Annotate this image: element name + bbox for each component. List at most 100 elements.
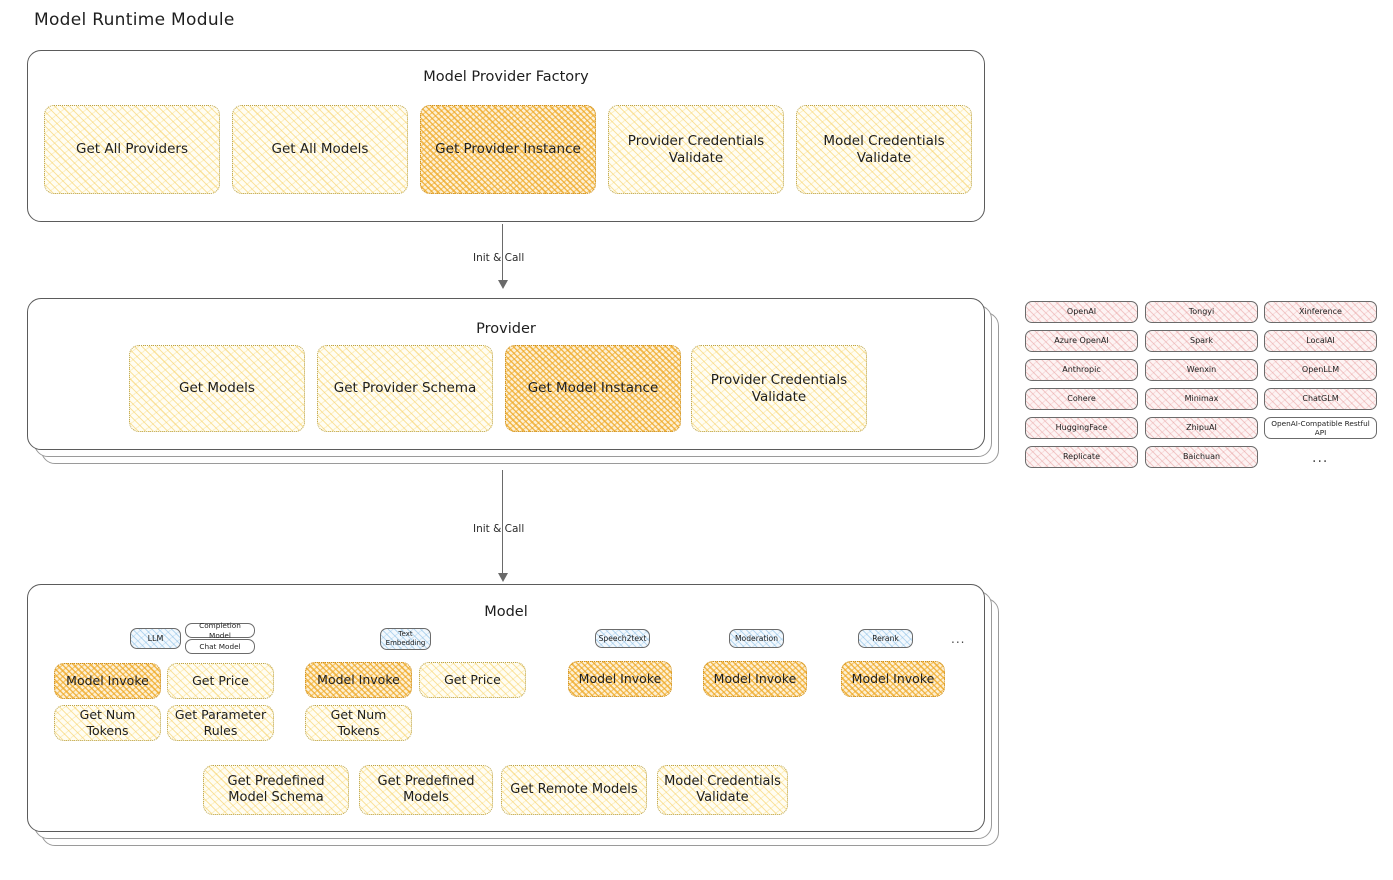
model-method-get-predefined-models[interactable]: Get Predefined Models [359,765,493,815]
llm-method-get-price[interactable]: Get Price [167,663,274,699]
model-method-label: Get Remote Models [510,781,638,797]
provider-chip-replicate[interactable]: Replicate [1025,446,1138,468]
page-title: Model Runtime Module [34,10,235,30]
text-embedding-method-label: Get Num Tokens [330,707,387,738]
provider-chip-label: Cohere [1067,394,1096,403]
provider-chip-label: HuggingFace [1055,423,1108,432]
model-type-badge-rerank[interactable]: Rerank [858,629,913,648]
provider-chip-label: Baichuan [1182,452,1221,461]
provider-chip-label: OpenLLM [1301,365,1340,374]
provider-chip-openai-compatible-restful-api[interactable]: OpenAI-Compatible Restful API [1264,417,1377,439]
provider-method-label: Get Models [179,380,255,397]
provider-chip-tongyi[interactable]: Tongyi [1145,301,1258,323]
provider-list-more: ... [1312,450,1329,466]
moderation-method-model-invoke[interactable]: Model Invoke [703,661,807,697]
provider-chip-chatglm[interactable]: ChatGLM [1264,388,1377,410]
provider-chip-openllm[interactable]: OpenLLM [1264,359,1377,381]
provider-chip-zhipuai[interactable]: ZhipuAI [1145,417,1258,439]
arrow-provider-to-model-head [498,573,508,582]
text-embedding-method-label: Model Invoke [317,672,400,688]
arrow-factory-to-provider-label: Init & Call [473,252,525,264]
provider-method-get-models[interactable]: Get Models [129,345,305,432]
model-method-label: Model Credentials Validate [664,773,781,805]
factory-method-label: Model Credentials Validate [823,132,945,166]
model-type-badge-text-embedding[interactable]: Text Embedding [380,628,431,650]
model-type-badge-speech2text[interactable]: Speech2text [595,629,650,648]
factory-method-model-credentials-validate[interactable]: Model Credentials Validate [796,105,972,194]
provider-chip-label: Replicate [1062,452,1100,461]
provider-chip-label: Wenxin [1186,365,1217,374]
model-type-badge-label: Rerank [872,633,899,643]
arrow-factory-to-provider-line [502,224,504,282]
provider-chip-label: OpenAI-Compatible Restful API [1271,418,1370,437]
arrow-provider-to-model-line [502,470,504,578]
provider-chip-azure-openai[interactable]: Azure OpenAI [1025,330,1138,352]
model-sub-badge-completion-model[interactable]: Completion Model [185,621,255,640]
factory-method-get-all-models[interactable]: Get All Models [232,105,408,194]
text-embedding-method-get-num-tokens[interactable]: Get Num Tokens [305,705,412,741]
provider-chip-label: Azure OpenAI [1054,336,1109,345]
provider-chip-label: LocalAI [1306,336,1335,345]
model-method-get-predefined-model-schema[interactable]: Get Predefined Model Schema [203,765,349,815]
model-type-badge-label: LLM [147,633,164,643]
model-type-badge-label: Speech2text [598,633,647,643]
factory-method-provider-credentials-validate[interactable]: Provider Credentials Validate [608,105,784,194]
llm-method-get-parameter-rules[interactable]: Get Parameter Rules [167,705,274,741]
provider-chip-openai[interactable]: OpenAI [1025,301,1138,323]
factory-method-label: Get Provider Instance [435,141,581,158]
provider-chip-minimax[interactable]: Minimax [1145,388,1258,410]
model-provider-factory-title: Model Provider Factory [423,69,589,85]
provider-method-get-model-instance[interactable]: Get Model Instance [505,345,681,432]
provider-chip-xinference[interactable]: Xinference [1264,301,1377,323]
model-sub-badge-label: Chat Model [199,641,241,651]
provider-chip-label: ZhipuAI [1186,423,1217,432]
provider-chip-baichuan[interactable]: Baichuan [1145,446,1258,468]
factory-method-get-provider-instance[interactable]: Get Provider Instance [420,105,596,194]
provider-chip-label: ChatGLM [1302,394,1339,403]
model-type-badge-label: Moderation [735,633,779,643]
model-type-badge-moderation[interactable]: Moderation [729,629,784,648]
text-embedding-method-model-invoke[interactable]: Model Invoke [305,662,412,698]
provider-chip-label: Xinference [1299,307,1342,316]
model-sub-badge-chat-model[interactable]: Chat Model [185,639,255,654]
provider-chip-huggingface[interactable]: HuggingFace [1025,417,1138,439]
provider-method-label: Get Provider Schema [333,380,477,397]
llm-method-label: Get Parameter Rules [174,707,267,738]
model-sub-badge-label: Completion Model [199,621,241,640]
model-type-badge-label: Text Embedding [385,630,426,647]
provider-method-label: Provider Credentials Validate [710,371,848,405]
provider-chip-label: Anthropic [1062,365,1101,374]
provider-chip-label: Spark [1190,336,1213,345]
arrow-factory-to-provider-head [498,280,508,289]
provider-chip-localai[interactable]: LocalAI [1264,330,1377,352]
llm-method-label: Model Invoke [66,673,149,689]
provider-chip-wenxin[interactable]: Wenxin [1145,359,1258,381]
moderation-method-label: Model Invoke [713,671,797,687]
provider-method-get-provider-schema[interactable]: Get Provider Schema [317,345,493,432]
speech2text-method-model-invoke[interactable]: Model Invoke [568,661,672,697]
rerank-method-model-invoke[interactable]: Model Invoke [841,661,945,697]
factory-method-label: Get All Providers [76,141,188,158]
model-type-badge-llm[interactable]: LLM [130,628,181,649]
provider-chip-cohere[interactable]: Cohere [1025,388,1138,410]
provider-chip-spark[interactable]: Spark [1145,330,1258,352]
model-method-label: Get Predefined Model Schema [227,773,325,805]
llm-method-model-invoke[interactable]: Model Invoke [54,663,161,699]
llm-method-label: Get Price [192,673,249,689]
model-method-get-remote-models[interactable]: Get Remote Models [501,765,647,815]
model-title: Model [484,604,528,620]
llm-method-label: Get Num Tokens [79,707,136,738]
text-embedding-method-get-price[interactable]: Get Price [419,662,526,698]
provider-chip-label: Tongyi [1188,307,1215,316]
model-method-label: Get Predefined Models [377,773,475,805]
model-method-model-credentials-validate[interactable]: Model Credentials Validate [657,765,788,815]
provider-chip-label: OpenAI [1066,307,1097,316]
speech2text-method-label: Model Invoke [578,671,662,687]
provider-method-provider-credentials-validate[interactable]: Provider Credentials Validate [691,345,867,432]
factory-method-label: Get All Models [271,141,369,158]
model-types-more: ... [951,632,966,646]
factory-method-get-all-providers[interactable]: Get All Providers [44,105,220,194]
provider-chip-anthropic[interactable]: Anthropic [1025,359,1138,381]
llm-method-get-num-tokens[interactable]: Get Num Tokens [54,705,161,741]
